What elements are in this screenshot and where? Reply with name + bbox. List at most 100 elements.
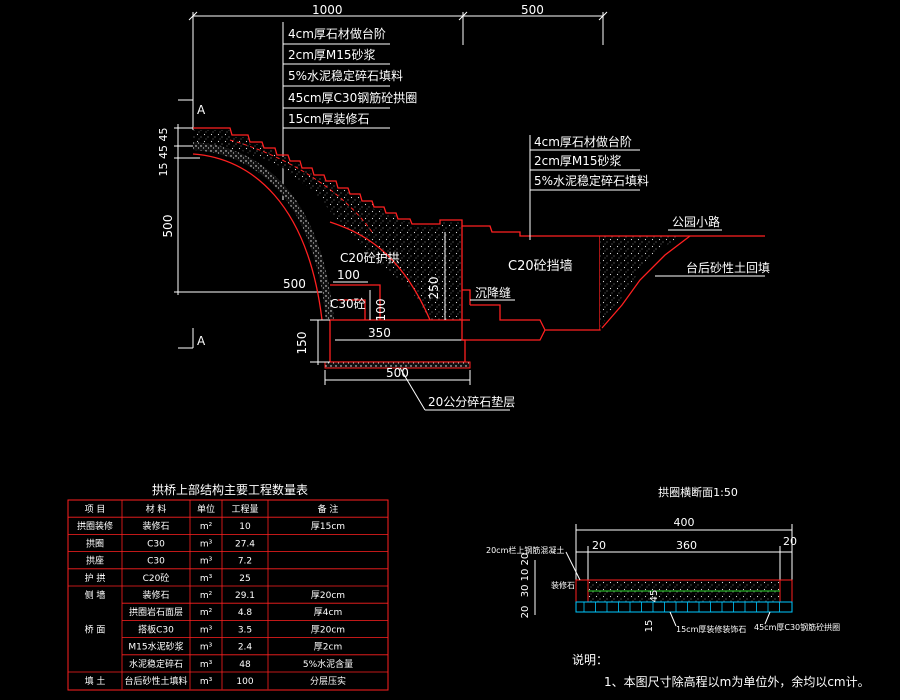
dim-350: 350	[368, 326, 391, 340]
left-callout-1: 4cm厚石材做台阶	[288, 26, 386, 41]
section-label-45cm: 45cm厚C30钢筋砼拱圈	[754, 622, 840, 632]
table-cell: m²	[200, 522, 213, 532]
section-railing-leader	[565, 551, 581, 581]
table-cell: m³	[200, 660, 213, 670]
table-cell: 厚20cm	[311, 624, 345, 635]
dim-500-bottom: 500	[386, 366, 409, 380]
retaining-wall	[461, 226, 601, 341]
table-cell: 分层压实	[310, 675, 346, 687]
table-header-cell: 工程量	[231, 504, 258, 515]
table-cell: 48	[239, 660, 251, 670]
section-label-15cm: 15cm厚装修装饰石	[676, 624, 746, 634]
table-cell: 2.4	[238, 643, 253, 653]
table-item-cell: 填 土	[85, 675, 106, 687]
table-cell: 厚15cm	[311, 521, 345, 532]
dim-1000: 1000	[312, 3, 343, 17]
stair-profile	[193, 127, 600, 237]
table-cell: M15水泥砂浆	[128, 641, 183, 653]
dim-150: 150	[295, 332, 309, 355]
table-cell: 27.4	[235, 539, 255, 549]
table-cell: 装修石	[142, 589, 169, 601]
dim-500-mid: 500	[283, 277, 306, 291]
left-callout-5: 15cm厚装修石	[288, 111, 370, 126]
section-label-stone: 装修石	[551, 580, 575, 590]
footing	[329, 320, 466, 363]
dim-500-top: 500	[521, 3, 544, 17]
notes-line-1: 1、本图尺寸除高程以m为单位外，余均以cm计。	[604, 674, 870, 689]
section-label-railing: 20cm栏上钢筋混凝土	[486, 545, 564, 555]
section-45cm-leader	[764, 611, 771, 625]
table-header-cell: 备 注	[318, 503, 339, 515]
backfill-zone	[600, 236, 680, 330]
c30-inner	[338, 299, 366, 320]
table-header-cell: 项 目	[85, 504, 106, 515]
table-cell: 3.5	[238, 625, 252, 635]
table-cell: 7.2	[238, 557, 252, 567]
section-arch-layer	[575, 601, 793, 613]
table-item-cell: 侧 墙	[85, 589, 106, 601]
section-dim-360: 360	[676, 539, 697, 552]
table-cell: m³	[200, 574, 213, 584]
dim-15-45-45: 15 45 45	[157, 128, 170, 177]
table-cell: 厚4cm	[314, 607, 342, 618]
label-backfill: 台后砂性土回填	[686, 260, 770, 275]
left-callout-leader	[282, 22, 390, 200]
table-cell: m³	[200, 557, 213, 567]
table-header-cell: 单位	[197, 503, 215, 515]
right-callout-2: 2cm厚M15砂浆	[534, 153, 622, 168]
left-callout-labels: 4cm厚石材做台阶 2cm厚M15砂浆 5%水泥稳定碎石填料 45cm厚C30钢…	[288, 26, 417, 126]
dim-100-b: 100	[374, 299, 388, 322]
arch-ring-inner	[192, 153, 323, 321]
table-cell: 4.8	[238, 608, 253, 618]
left-callout-4: 45cm厚C30钢筋砼拱圈	[288, 90, 417, 105]
table-cell: 水泥稳定碎石	[129, 658, 183, 670]
table-header-cell: 材 料	[146, 503, 167, 515]
table-cell: m²	[200, 608, 213, 618]
guard-arch-line	[329, 221, 431, 321]
label-settlement-joint: 沉降缝	[475, 285, 511, 300]
section-title: 拱圈横断面1:50	[658, 485, 738, 499]
section-stone-right	[779, 579, 793, 603]
table-cell: m³	[200, 677, 213, 687]
label-c20-retaining-wall: C20砼挡墙	[508, 259, 573, 274]
notes-heading: 说明：	[572, 652, 608, 667]
right-callout-3: 5%水泥稳定碎石填料	[534, 173, 649, 188]
left-callout-2: 2cm厚M15砂浆	[288, 47, 376, 62]
section-dim-20-right: 20	[783, 535, 797, 548]
table-cell: m³	[200, 625, 213, 635]
table-cell: 厚2cm	[314, 642, 342, 653]
table-item-cell: 拱圈装修	[77, 520, 113, 532]
section-dim-15: 15	[644, 620, 655, 633]
table-cell: 台后砂性土填料	[124, 675, 187, 687]
table-cell: 100	[236, 677, 253, 687]
table-cell: m²	[200, 591, 213, 601]
table-item-cell: 拱圈	[86, 537, 104, 549]
gravel-cushion	[324, 361, 471, 369]
table-cell: 29.1	[235, 591, 255, 601]
table-frame	[67, 499, 389, 691]
table-cell: 搭板C30	[138, 623, 174, 635]
c30-base	[330, 284, 470, 321]
left-dimension-lines	[174, 99, 330, 349]
left-callout-3: 5%水泥稳定碎石填料	[288, 68, 403, 83]
table-item-cell: 桥 面	[85, 623, 106, 635]
label-c30-base: C30砼	[330, 297, 366, 311]
table-cell: 10	[239, 522, 251, 532]
table-item-cell: 拱座	[86, 555, 104, 567]
inner-dimension-lines	[310, 232, 471, 385]
dim-250: 250	[427, 277, 441, 300]
table-cell: 25	[239, 574, 250, 584]
section-dim-lower: 20	[520, 606, 531, 619]
table-cell: C30	[147, 557, 165, 567]
section-dim-45: 45	[649, 590, 660, 603]
table-grid	[68, 500, 388, 690]
section-dim-20-left: 20	[592, 539, 606, 552]
fill-body	[193, 130, 462, 320]
section-mark-bottom: A	[197, 334, 206, 348]
backfill-slope	[601, 235, 691, 329]
table-cell: C30	[147, 539, 165, 549]
table-cell: 装修石	[142, 520, 169, 532]
table-item-cell: 护 拱	[85, 572, 106, 584]
